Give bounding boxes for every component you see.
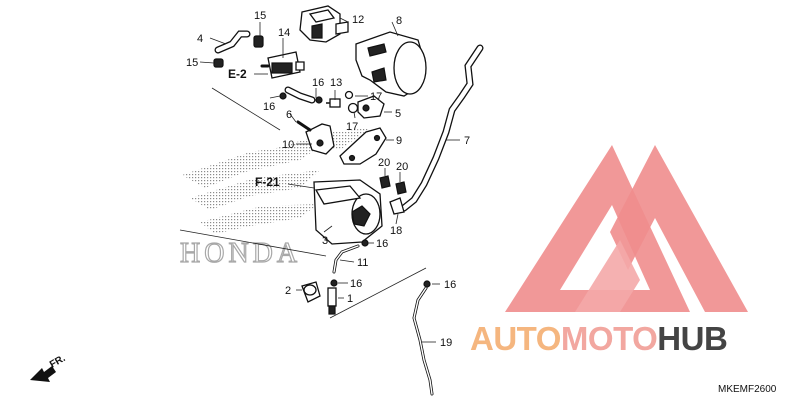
front-arrow: FR.: [30, 353, 68, 382]
callout-3: 3: [322, 235, 328, 247]
callout-17-b: 17: [346, 121, 358, 133]
callout-16-b: 16: [263, 101, 275, 113]
part-16-clip-d: [330, 279, 338, 287]
part-8-cover: [355, 31, 427, 97]
part-19-drain-tube: [412, 286, 434, 396]
part-17-oring-b: [347, 102, 359, 114]
callout-4: 4: [197, 33, 203, 45]
callout-10: 10: [282, 139, 294, 151]
part-18-clamp: [389, 197, 405, 215]
callout-20-a: 20: [378, 157, 390, 169]
callout-6: 6: [286, 109, 292, 121]
callout-19: 19: [440, 337, 452, 349]
part-20-bolt-b: [395, 181, 407, 195]
honda-brand-text: HONDA: [180, 238, 301, 269]
part-11-tube: [332, 244, 360, 274]
callout-16-d: 16: [350, 278, 362, 290]
part-9-stay: [339, 127, 387, 165]
callout-14: 14: [278, 27, 290, 39]
part-15-clip-upper: [253, 35, 264, 48]
part-16-clip-c: [361, 239, 369, 247]
honda-wing-logo: HONDA: [179, 128, 370, 270]
part-15-clip-left: [213, 58, 224, 68]
diagram-code: MKEMF2600: [718, 384, 777, 395]
callout-12: 12: [352, 14, 364, 26]
part-16-clip-e: [423, 280, 431, 288]
part-10-bracket: [296, 120, 335, 155]
callout-1: 1: [347, 293, 353, 305]
part-20-bolt-a: [379, 175, 391, 189]
callout-20-b: 20: [396, 161, 408, 173]
part-1-filter: [327, 287, 337, 315]
callout-15-upper: 15: [254, 10, 266, 22]
front-label: FR.: [48, 353, 68, 371]
callout-18: 18: [390, 225, 402, 237]
part-7-hose: [400, 44, 484, 212]
watermark-auto: AUTO: [470, 320, 561, 357]
part-5-joint: [357, 95, 385, 119]
callout-13: 13: [330, 77, 342, 89]
part-12-valve: [299, 5, 349, 43]
callout-9: 9: [396, 135, 402, 147]
ref-f21: F-21: [255, 175, 280, 189]
part-6-hose: [284, 86, 316, 104]
callout-11: 11: [357, 257, 368, 269]
callout-16-e: 16: [444, 279, 456, 291]
callout-15-left: 15: [186, 57, 198, 69]
callout-7: 7: [464, 135, 470, 147]
callout-8: 8: [396, 15, 402, 27]
part-3-canister: [313, 179, 383, 245]
part-2-cap: [301, 281, 321, 303]
watermark-triangle-logo: [505, 145, 748, 312]
part-4-hose: [214, 30, 251, 54]
part-13-fitting: [326, 98, 341, 108]
part-16-clip-a: [279, 92, 287, 100]
part-17-oring-a: [344, 90, 354, 100]
ref-e2: E-2: [228, 67, 247, 81]
callout-2: 2: [285, 285, 291, 297]
watermark-moto: MOTO: [561, 320, 657, 357]
part-14-solenoid: [260, 51, 305, 79]
watermark-hub: HUB: [657, 320, 727, 357]
callout-16-c: 16: [376, 238, 388, 250]
callout-17-a: 17: [370, 91, 382, 103]
part-16-clip-b: [315, 96, 323, 104]
watermark-text: AUTOMOTOHUB: [470, 320, 728, 357]
callout-5: 5: [395, 108, 401, 120]
svg-text:AUTOMOTOHUB: AUTOMOTOHUB: [470, 320, 727, 357]
callout-16-a: 16: [312, 77, 324, 89]
